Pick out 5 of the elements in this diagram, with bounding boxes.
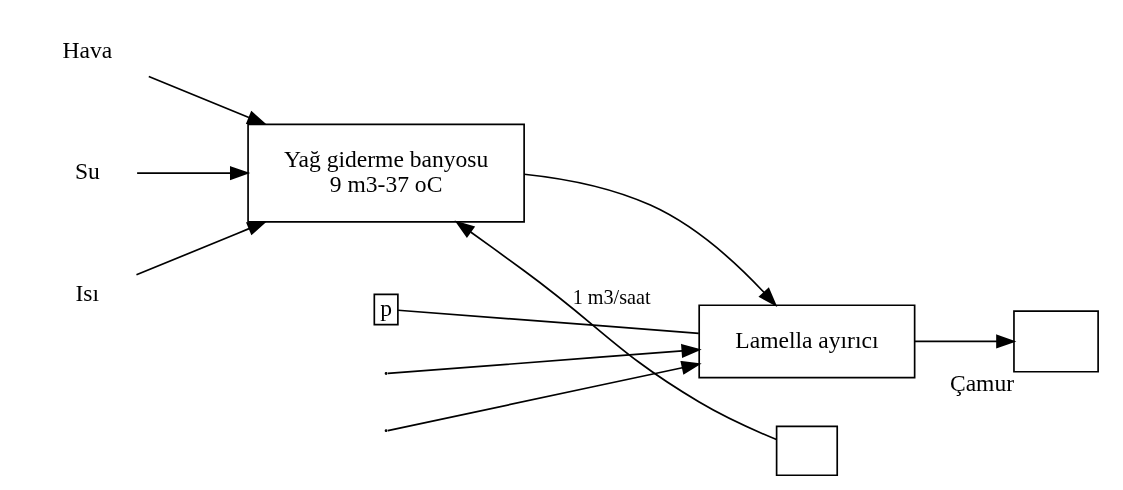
- node-text: Hava: [61, 36, 112, 63]
- node-label: Çamur: [949, 369, 1014, 396]
- edge-label: 1 m3/saat: [572, 285, 651, 308]
- node-text: Su: [74, 157, 100, 184]
- node-text: Isı: [75, 279, 99, 306]
